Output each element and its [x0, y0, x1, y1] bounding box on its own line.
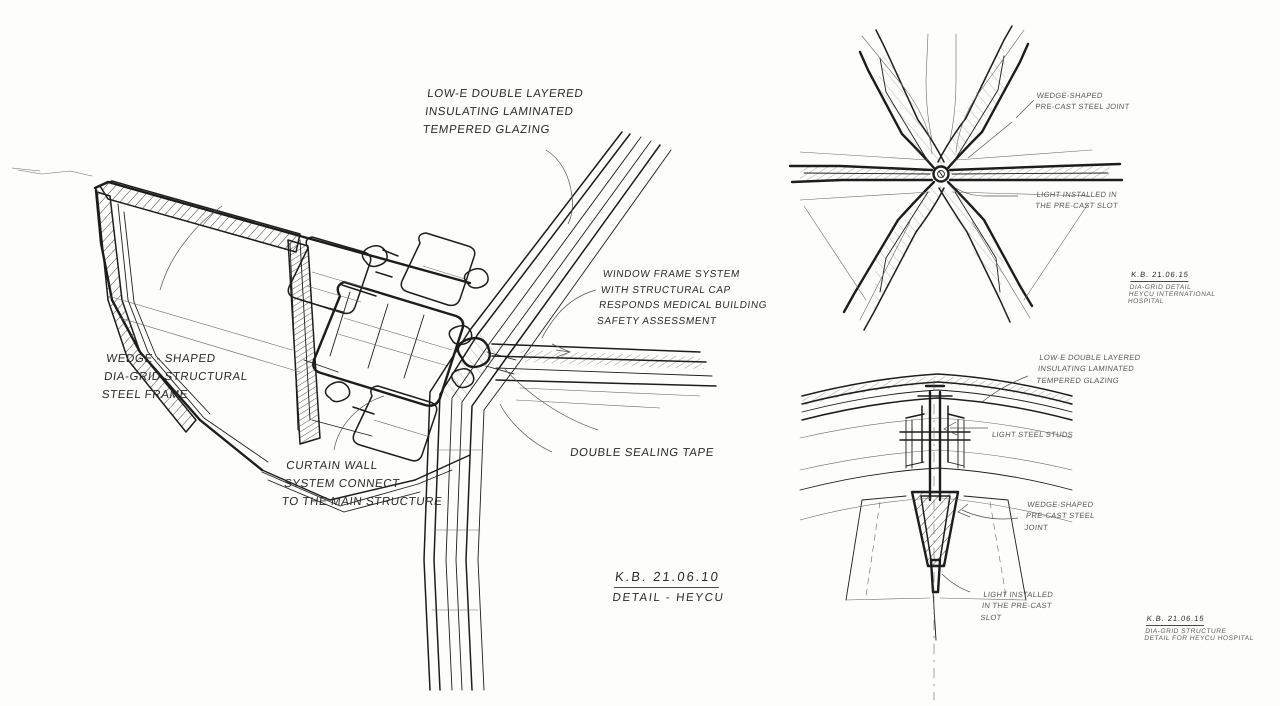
annotation-slot-light: LIGHT INSTALLED IN THE PRE-CAST SLOT — [980, 590, 1054, 622]
annotation-glazing-left: LOW-E DOUBLE LAYERED INSULATING LAMINATE… — [422, 88, 585, 136]
title-block-section: K.B. 21.06.15 DIA-GRID STRUCTURE DETAIL … — [1144, 608, 1258, 642]
mullion-profile-cluster — [287, 232, 517, 462]
glazing-bands-main — [423, 131, 672, 691]
precast-section-detail — [799, 373, 1073, 701]
title-section-caption: DIA-GRID STRUCTURE DETAIL FOR HEYCU HOSP… — [1143, 628, 1255, 642]
annotation-glazing-right: LOW-E DOUBLE LAYERED INSULATING LAMINATE… — [1036, 353, 1142, 385]
main-curtain-wall-detail — [11, 131, 717, 691]
stud-assembly — [899, 384, 971, 502]
title-main-caption: DETAIL - HEYCU — [611, 592, 726, 604]
annotation-window-frame: WINDOW FRAME SYSTEM WITH STRUCTURAL CAP … — [596, 269, 768, 327]
title-node-caption: DIA-GRID DETAIL HEYCU INTERNATIONAL HOSP… — [1127, 284, 1216, 305]
title-main-signature: K.B. 21.06.10 — [613, 569, 721, 588]
transom-band — [491, 343, 717, 409]
leader-lines-node — [955, 99, 1035, 197]
annotation-precast-joint: WEDGE-SHAPED PRE-CAST STEEL JOINT — [1024, 500, 1096, 532]
title-section-signature: K.B. 21.06.15 — [1145, 614, 1206, 626]
annotation-node-joint: WEDGE-SHAPED PRE-CAST STEEL JOINT — [1034, 91, 1131, 112]
annotation-curtain-wall: CURTAIN WALL SYSTEM CONNECT TO THE MAIN … — [281, 460, 444, 508]
title-block-main: K.B. 21.06.10 DETAIL - HEYCU — [612, 568, 728, 604]
title-node-signature: K.B. 21.06.15 — [1130, 270, 1190, 282]
annotation-steel-studs: LIGHT STEEL STUDS — [991, 430, 1074, 439]
annotation-wedge-frame: WEDGE - SHAPED DIA-GRID STRUCTURAL STEEL… — [101, 353, 249, 401]
wedge-precast-joint — [845, 379, 1027, 701]
dia-grid-node-detail — [788, 25, 1124, 331]
leader-lines-section — [941, 375, 1029, 593]
annotation-sealing-tape: DOUBLE SEALING TAPE — [569, 447, 715, 459]
annotation-node-light: LIGHT INSTALLED IN THE PRE-CAST SLOT — [1034, 190, 1119, 211]
title-block-node: K.B. 21.06.15 DIA-GRID DETAIL HEYCU INTE… — [1127, 264, 1219, 305]
leader-lines-main — [159, 149, 599, 453]
